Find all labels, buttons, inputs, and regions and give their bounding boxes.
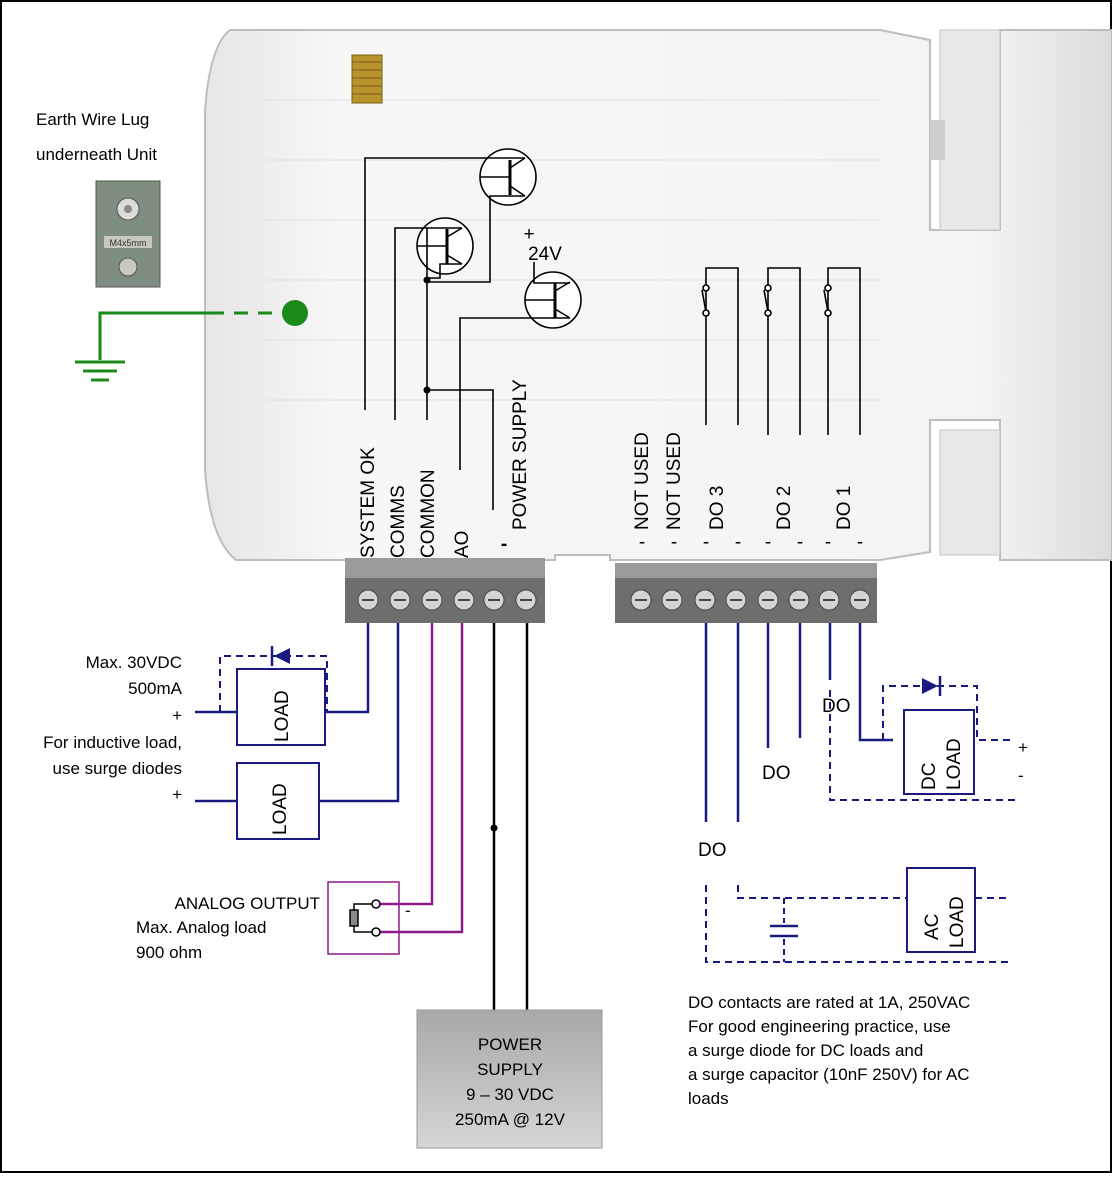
- dc-minus: -: [1018, 766, 1024, 785]
- right-terminal-labels: NOT USED NOT USED DO 3 DO 2 DO 1 - - - -…: [632, 432, 863, 553]
- rating-line3: a surge diode for DC loads and: [688, 1041, 923, 1060]
- label-do2: DO 2: [774, 486, 795, 530]
- max-rating-line1: Max. 30VDC: [86, 653, 182, 672]
- minus-mark: -: [857, 532, 863, 553]
- load-box: [236, 762, 320, 840]
- minus-mark: -: [797, 532, 803, 553]
- analog-label-line3: 900 ohm: [136, 943, 202, 962]
- ac-capacitor-icon: [770, 898, 798, 962]
- plus-mark: +: [172, 706, 182, 725]
- surge-diode-icon: [270, 646, 290, 666]
- junction-dot: [423, 276, 431, 284]
- psu-line1: POWER: [478, 1035, 542, 1054]
- psu-line2: SUPPLY: [477, 1060, 543, 1079]
- do-label: DO: [762, 763, 791, 784]
- inductive-note-line2: use surge diodes: [53, 759, 182, 778]
- label-common: COMMON: [418, 469, 439, 558]
- label-system-ok: SYSTEM OK: [358, 447, 379, 558]
- supply-plus: +: [523, 224, 534, 245]
- load-box: [236, 668, 326, 746]
- max-rating-line2: 500mA: [128, 679, 183, 698]
- left-terminal-labels: SYSTEM OK COMMS COMMON AO - POWER SUPPLY: [358, 379, 531, 558]
- label-minus: -: [501, 534, 507, 555]
- psu-line3: 9 – 30 VDC: [466, 1085, 554, 1104]
- earth-wire: [75, 311, 290, 382]
- ac-load-label: LOAD: [947, 896, 968, 948]
- right-terminal-block: [615, 563, 877, 623]
- plus-mark: +: [172, 785, 182, 804]
- minus-mark: -: [735, 532, 741, 553]
- device-housing: [204, 29, 1112, 561]
- earth-terminal-dot: [282, 300, 308, 326]
- label-comms: COMMS: [388, 485, 409, 558]
- earth-lug-icon: M4x5mm: [95, 180, 161, 288]
- earth-label-line2: underneath Unit: [36, 145, 157, 164]
- minus-mark: -: [639, 532, 645, 553]
- antenna-connector-icon: [351, 54, 383, 104]
- dc-load-dashed-circuit: [829, 685, 1015, 801]
- dc-load-box: [903, 709, 975, 795]
- analog-load-box: [327, 881, 400, 955]
- analog-label-line2: Max. Analog load: [136, 918, 266, 937]
- earth-label-line1: Earth Wire Lug: [36, 110, 149, 129]
- minus-mark: -: [765, 532, 771, 553]
- comms-wire: [195, 623, 400, 803]
- junction-dot: [423, 386, 431, 394]
- analog-resistor-icon: [349, 899, 381, 937]
- junction-dot: [490, 824, 498, 832]
- label-do3: DO 3: [707, 486, 728, 530]
- label-ao: AO: [452, 531, 473, 558]
- minus-mark: -: [671, 532, 677, 553]
- ac-label: AC: [922, 914, 943, 940]
- inductive-note-line1: For inductive load,: [43, 733, 182, 752]
- rating-note: DO contacts are rated at 1A, 250VAC For …: [688, 993, 970, 1108]
- analog-label-line1: ANALOG OUTPUT: [175, 894, 320, 913]
- psu-line4: 250mA @ 12V: [455, 1110, 566, 1129]
- label-power-supply: POWER SUPPLY: [510, 379, 531, 530]
- supply-voltage: 24V: [528, 244, 562, 265]
- load-label: LOAD: [272, 690, 293, 742]
- rating-line5: loads: [688, 1089, 729, 1108]
- internal-wiring: [364, 148, 582, 510]
- dc-label: DC: [919, 763, 940, 790]
- minus-mark: -: [703, 532, 709, 553]
- minus-mark: -: [825, 532, 831, 553]
- rating-line2: For good engineering practice, use: [688, 1017, 951, 1036]
- do-wires: [704, 623, 893, 822]
- left-terminal-block: [345, 558, 545, 623]
- label-not-used-1: NOT USED: [632, 432, 653, 530]
- lug-marking: M4x5mm: [109, 238, 146, 248]
- do-label: DO: [698, 840, 727, 861]
- analog-minus: -: [405, 901, 411, 920]
- system-ok-wire: [195, 623, 370, 714]
- relay-contacts: [701, 267, 861, 435]
- ac-load-box: [906, 867, 976, 953]
- power-wires: [492, 623, 529, 1010]
- ac-load-dashed-circuit: [705, 885, 1010, 963]
- label-not-used-2: NOT USED: [664, 432, 685, 530]
- dc-load-label: LOAD: [944, 738, 965, 790]
- analog-wires: [376, 623, 464, 934]
- dc-diode-icon: [922, 676, 942, 696]
- rating-line4: a surge capacitor (10nF 250V) for AC: [688, 1065, 970, 1084]
- dc-plus: +: [1018, 738, 1028, 757]
- rating-line1: DO contacts are rated at 1A, 250VAC: [688, 993, 970, 1012]
- load-label: LOAD: [270, 783, 291, 835]
- power-supply-box: POWER SUPPLY 9 – 30 VDC 250mA @ 12V: [416, 1009, 603, 1149]
- surge-diode-bypass: [219, 655, 328, 712]
- label-do1: DO 1: [834, 486, 855, 530]
- do-label: DO: [822, 696, 851, 717]
